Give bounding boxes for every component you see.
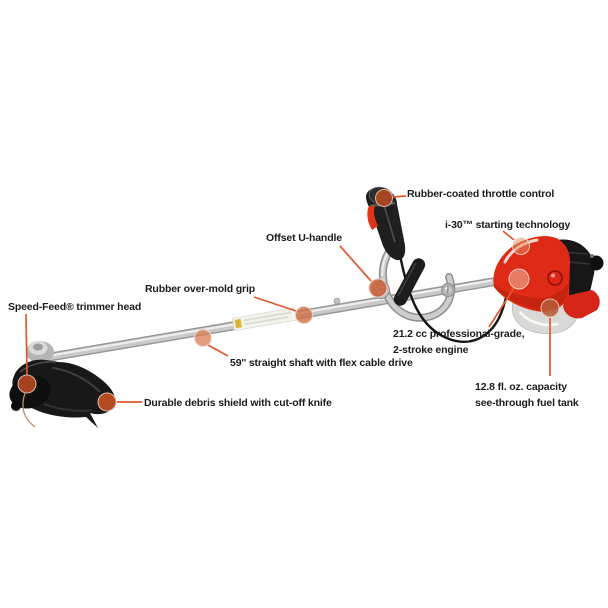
callout-dot-shaft [194, 329, 212, 347]
shaft-sticker [231, 307, 297, 331]
callout-label-throttle: Rubber-coated throttle control [407, 188, 555, 200]
leader-offset [339, 245, 372, 282]
callout-label-grip: Rubber over-mold grip [145, 283, 256, 295]
callout-label-i30: i-30™ starting technology [445, 219, 571, 231]
leader-throttle [392, 195, 407, 198]
shaft-fitting [333, 297, 341, 305]
callout-label-fuel-tank: 12.8 fl. oz. capacity see-through fuel t… [475, 381, 579, 409]
engine-cover [493, 236, 570, 312]
callout-label-trimmer-head: Speed-Feed® trimmer head [8, 301, 142, 313]
foam-grip [393, 258, 426, 306]
leader-i30 [502, 230, 515, 241]
trimmer-line-string [22, 392, 36, 428]
callout-dot-throttle [375, 189, 393, 207]
leader-engine [488, 287, 515, 328]
callout-dot-offset-handle [368, 278, 388, 298]
hanger-ring [441, 283, 455, 297]
callout-dot-i30 [512, 237, 530, 255]
leader-shaft59 [207, 344, 229, 357]
callout-label-engine: 21.2 cc professional-grade, 2-stroke eng… [393, 328, 525, 356]
engine-lower-cover [563, 290, 600, 319]
gearbox [26, 341, 54, 363]
leader-grip [253, 296, 297, 312]
callout-dot-debris-shield [97, 392, 117, 412]
starter-knob [588, 255, 604, 271]
callout-dot-engine [508, 268, 530, 290]
callout-label-shaft: 59'' straight shaft with flex cable driv… [230, 357, 413, 369]
throttle-trigger [367, 206, 378, 230]
callout-label-debris-shield: Durable debris shield with cut-off knife [144, 397, 332, 409]
callout-dot-grip [295, 306, 313, 324]
primer-bulb [547, 270, 563, 286]
engine-block [548, 239, 595, 301]
u-handlebar [372, 239, 456, 322]
callout-dot-fuel-tank [540, 298, 560, 318]
leader-speedfeed [25, 313, 28, 376]
callout-dot-trimmer-head [17, 374, 37, 394]
callout-label-offset-handle: Offset U-handle [266, 232, 342, 244]
